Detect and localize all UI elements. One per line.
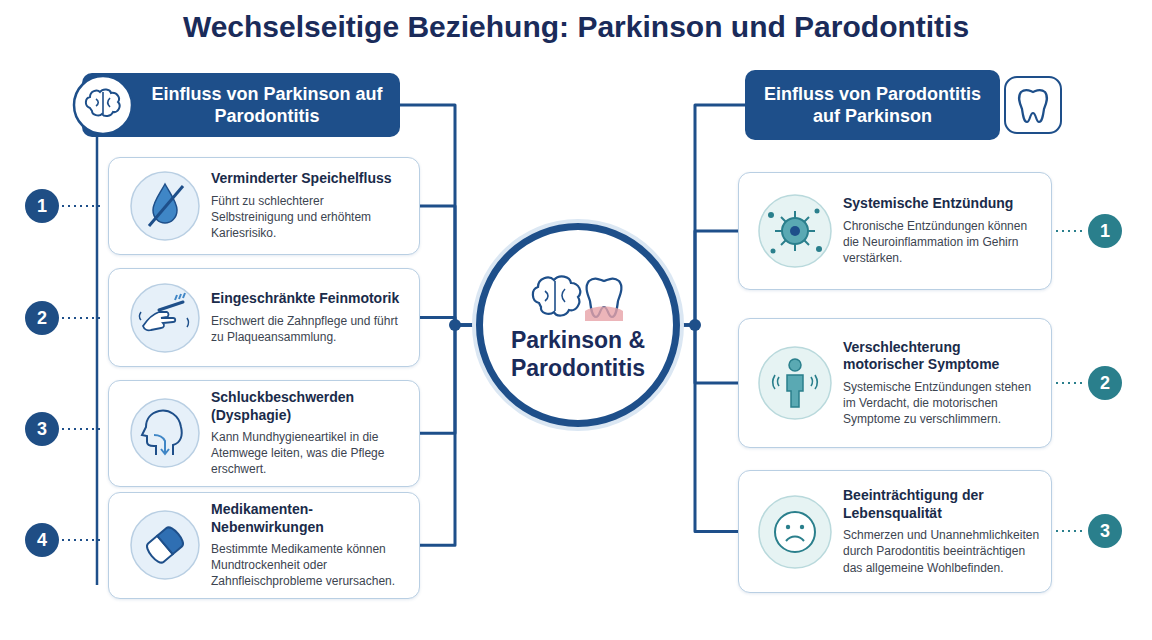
node-body: Bestimmte Medikamente können Mundtrocken… xyxy=(211,541,409,590)
node-heading: Eingeschränkte Feinmotorik xyxy=(211,290,409,308)
sad-face-icon xyxy=(757,494,833,570)
node-body: Chronische Entzündungen können die Neuro… xyxy=(843,218,1041,267)
brain-tooth-icon xyxy=(523,267,633,323)
node-heading: Einfluss von Parkinson auf Parodontitis xyxy=(144,83,390,128)
node-heading: Einfluss von Parodontitis auf Parkinson xyxy=(757,83,988,128)
section-header: Einfluss von Parodontitis auf Parkinson xyxy=(745,70,1000,140)
effect-card: Schluckbeschwerden (Dysphagie) Kann Mundh… xyxy=(108,380,420,487)
connector xyxy=(680,325,738,532)
node-body: Erschwert die Zahnpflege und führt zu Pl… xyxy=(211,313,409,345)
leader-lines xyxy=(62,206,104,540)
callout-number: 1 xyxy=(25,189,59,223)
effect-card: Systemische EntzündungChronische Entzünd… xyxy=(738,172,1052,290)
center-circle: Parkinson & Parodontitis xyxy=(476,223,680,427)
leader-lines xyxy=(1056,231,1084,531)
effect-card: Eingeschränkte FeinmotorikErschwert die … xyxy=(108,268,420,367)
node-heading: Verminderter Speichelfluss xyxy=(211,170,409,188)
node-heading: Systemische Entzündung xyxy=(843,195,1041,213)
toothbrush-hand-icon xyxy=(129,282,201,354)
connector xyxy=(680,105,745,325)
node-heading: Parkinson & Parodontitis xyxy=(493,327,663,382)
callout-number: 3 xyxy=(1088,514,1122,548)
tooth-icon xyxy=(1004,76,1062,134)
node-body: Führt zu schlechterer Selbstreinigung un… xyxy=(211,193,409,242)
frame-line xyxy=(1082,140,1083,540)
effect-card: Verschlechterung motorischer SymptomeSys… xyxy=(738,318,1052,448)
connector xyxy=(680,231,738,325)
callout-number: 3 xyxy=(25,412,59,446)
node-heading: Medikamenten-Nebenwirkungen xyxy=(211,501,409,536)
connector xyxy=(420,325,476,545)
node-heading: Beeinträchtigung der Lebensqualität xyxy=(843,487,1041,522)
person-icon xyxy=(757,345,833,421)
effect-card: Beeinträchtigung der LebensqualitätSchme… xyxy=(738,470,1052,593)
node-body: Schmerzen und Unannehmlichkeiten durch P… xyxy=(843,527,1041,576)
effect-card: Medikamenten-NebenwirkungenBestimmte Med… xyxy=(108,492,420,599)
node-body: Kann Mundhygieneartikel in die Atemwege … xyxy=(211,429,409,478)
callout-number: 2 xyxy=(1088,366,1122,400)
capsule-icon xyxy=(129,509,201,581)
brain-icon xyxy=(72,74,134,136)
effect-card: Verminderter SpeichelflussFührt zu schle… xyxy=(108,157,420,255)
swallowing-head-icon xyxy=(129,397,201,469)
callout-number: 2 xyxy=(25,301,59,335)
diagram-title: Wechselseitige Beziehung: Parkinson und … xyxy=(0,10,1152,44)
frame-line xyxy=(96,137,99,585)
node-heading: Schluckbeschwerden (Dysphagie) xyxy=(211,389,409,424)
inflammation-icon xyxy=(757,193,833,269)
connector xyxy=(420,325,476,433)
callout-number: 1 xyxy=(1088,214,1122,248)
section-header: Einfluss von Parkinson auf Parodontitis xyxy=(82,73,400,137)
node-body: Systemische Entzündungen stehen im Verda… xyxy=(843,379,1041,428)
saliva-icon xyxy=(129,170,201,242)
node-heading: Verschlechterung motorischer Symptome xyxy=(843,339,1041,374)
connector xyxy=(680,325,738,383)
callout-number: 4 xyxy=(25,523,59,557)
connector xyxy=(420,206,476,325)
